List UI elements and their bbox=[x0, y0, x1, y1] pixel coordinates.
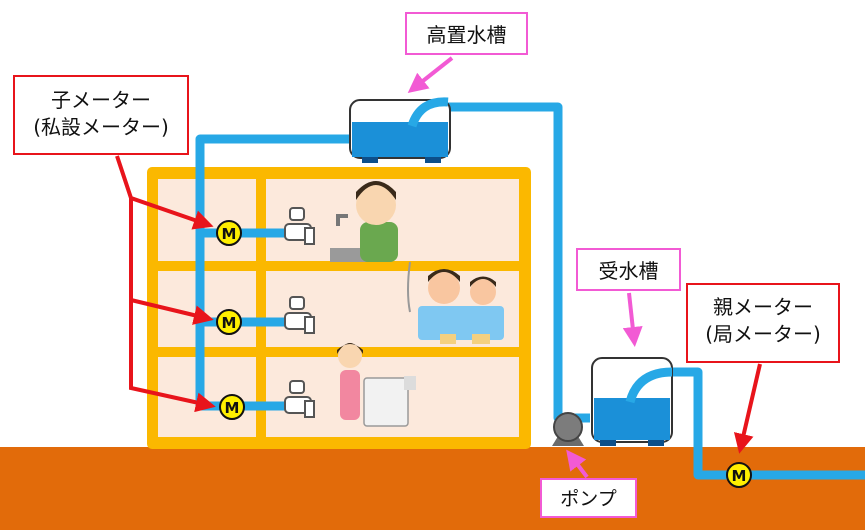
room-upper-left bbox=[158, 179, 256, 261]
pipe-recv-to-meter bbox=[652, 367, 865, 480]
meter-symbol: M bbox=[222, 314, 237, 332]
sub-meter-label: 子メーター (私設メーター) bbox=[13, 75, 189, 155]
parent-meter: M bbox=[726, 462, 752, 488]
meter-icon bbox=[219, 394, 245, 420]
arrow-icon bbox=[566, 449, 589, 479]
receiving-tank-label-text: 受水槽 bbox=[598, 259, 659, 283]
arrow-icon bbox=[407, 56, 454, 93]
arrow-icon bbox=[129, 300, 216, 413]
elevated-tank-label-text: 高置水槽 bbox=[426, 23, 507, 47]
pink-arrows bbox=[407, 56, 643, 479]
elevated-tank-label: 高置水槽 bbox=[405, 12, 528, 55]
meter-icon bbox=[726, 462, 752, 488]
meter-icon bbox=[216, 309, 242, 335]
sub-meter-2: M bbox=[216, 309, 242, 335]
faucet-icon bbox=[284, 207, 315, 245]
person-washing-hands-illustration bbox=[330, 181, 398, 262]
pump-label-text: ポンプ bbox=[560, 488, 617, 510]
receiving-tank-label: 受水槽 bbox=[576, 248, 681, 291]
parent-meter-label-line1: 親メーター bbox=[713, 295, 813, 319]
sub-meter-3: M bbox=[219, 394, 245, 420]
faucets bbox=[284, 207, 315, 418]
ground bbox=[0, 447, 865, 530]
elevated-tank bbox=[349, 97, 451, 163]
parent-meter-label-line2: (局メーター) bbox=[705, 322, 821, 346]
parent-meter-label: 親メーター (局メーター) bbox=[686, 283, 840, 363]
meter-symbol: M bbox=[225, 399, 240, 417]
washing-machine-illustration bbox=[337, 343, 416, 427]
pump bbox=[552, 412, 584, 446]
meter-symbol: M bbox=[732, 467, 747, 485]
red-arrows bbox=[115, 155, 762, 454]
meter-symbol: M bbox=[222, 225, 237, 243]
people-bathing-illustration bbox=[407, 261, 504, 344]
pump-label: ポンプ bbox=[540, 478, 637, 518]
sub-meter-1: M bbox=[216, 220, 242, 246]
faucet-icon bbox=[284, 380, 315, 418]
arrow-icon bbox=[733, 363, 762, 454]
arrow-icon bbox=[622, 292, 643, 347]
faucet-icon bbox=[284, 296, 315, 334]
sub-meter-label-line1: 子メーター bbox=[51, 88, 151, 112]
sub-meter-label-line2: (私設メーター) bbox=[33, 115, 169, 139]
receiving-tank bbox=[591, 357, 673, 446]
meter-icon bbox=[216, 220, 242, 246]
